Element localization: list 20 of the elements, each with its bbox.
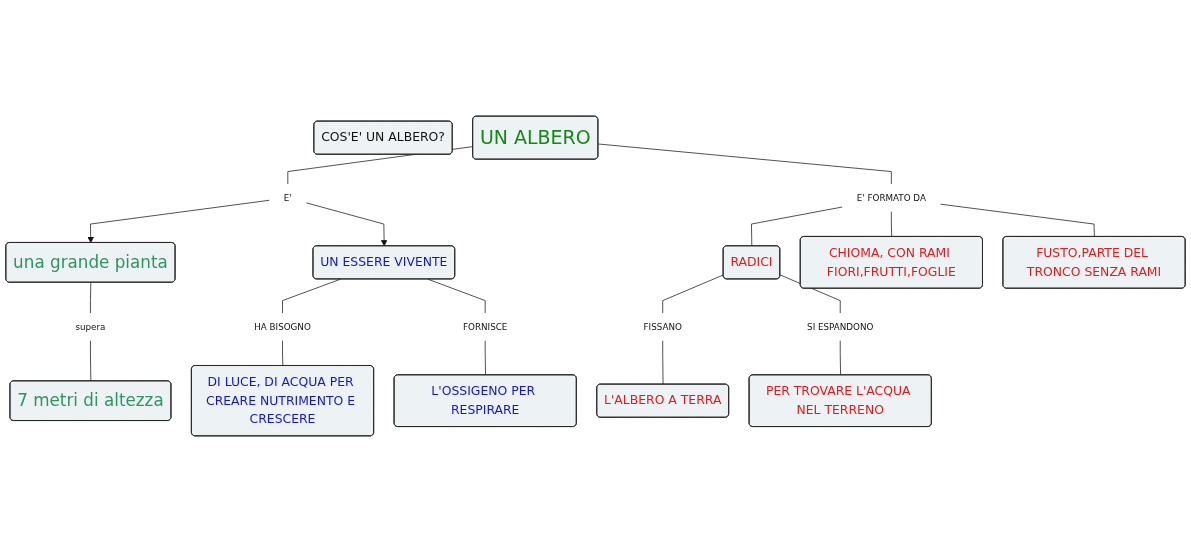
connector bbox=[282, 340, 284, 367]
connector bbox=[427, 278, 486, 314]
node-text: supera bbox=[75, 321, 106, 332]
connector bbox=[484, 340, 486, 376]
connector bbox=[839, 340, 841, 376]
connector bbox=[90, 282, 92, 314]
node-text: HA BISOGNO bbox=[254, 321, 311, 332]
node-text: FISSANO bbox=[643, 321, 682, 332]
connector bbox=[751, 206, 843, 247]
connector bbox=[662, 274, 724, 314]
node-text: E' bbox=[283, 192, 292, 203]
connector bbox=[597, 143, 892, 185]
connector bbox=[282, 278, 341, 314]
node-text: SI ESPANDONO bbox=[807, 321, 874, 332]
connector bbox=[90, 340, 92, 382]
connector bbox=[940, 203, 1095, 238]
node-text: FORNISCE bbox=[463, 321, 508, 332]
connector bbox=[662, 340, 664, 385]
connector bbox=[891, 211, 893, 238]
node-text: E' FORMATO DA bbox=[856, 192, 926, 203]
